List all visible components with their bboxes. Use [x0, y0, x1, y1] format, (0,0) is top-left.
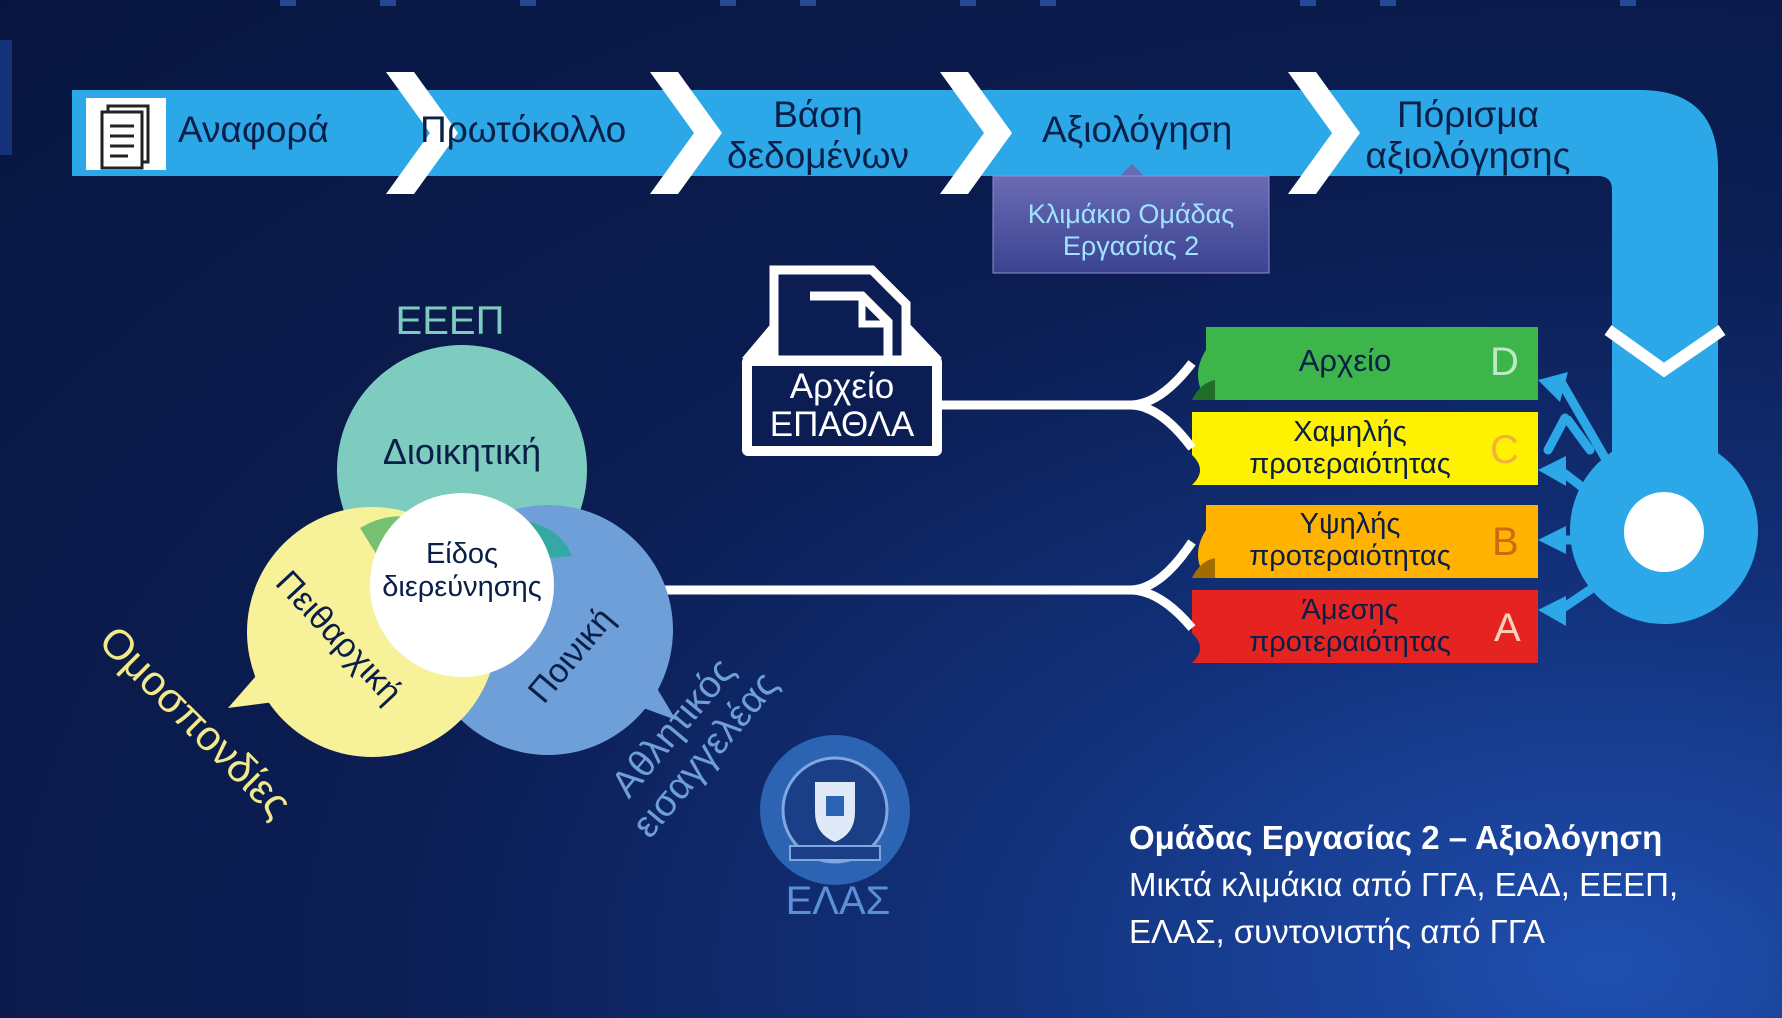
category-a-letter: A [1494, 606, 1521, 650]
venn-center-label: Είδος διερεύνησης [382, 538, 542, 604]
category-c-letter: C [1490, 428, 1519, 472]
eeep-label: ΕΕΕΠ [395, 299, 505, 343]
top-decoration [280, 0, 1636, 6]
police-emblem [760, 735, 910, 885]
step-protocol-label: Πρωτόκολλο [420, 109, 627, 150]
step-findings-label: Πόρισμα αξιολόγησης [1365, 94, 1571, 177]
distribution-arrows [1543, 375, 1617, 615]
category-c-label: Χαμηλής προτεραιότητας [1249, 416, 1451, 481]
document-icon [86, 98, 166, 170]
police-label: ΕΛΑΣ [785, 879, 891, 923]
note-title: Ομάδας Εργασίας 2 – Αξιολόγηση [1129, 819, 1663, 856]
left-edge-accent [0, 40, 12, 155]
category-a-label: Άμεσης προτεραιότητας [1249, 594, 1451, 659]
step-database-label: Βάση δεδομένων [727, 94, 909, 177]
distribution-node [1624, 492, 1704, 572]
team-box-label: Κλιμάκιο Ομάδας Εργασίας 2 [1027, 199, 1235, 262]
archive-label-line1: Αρχείο [789, 367, 895, 406]
note-body: Μικτά κλιμάκια από ΓΓΑ, ΕΑΔ, ΕΕΕΠ, ΕΛΑΣ,… [1129, 865, 1679, 950]
category-d-label: Αρχείο [1298, 343, 1392, 378]
category-d-letter: D [1490, 340, 1519, 384]
team-box [992, 164, 1270, 274]
venn-administrative-label: Διοικητική [382, 431, 542, 472]
pipeline-chevrons [386, 72, 1360, 194]
step-report-label: Αναφορά [178, 109, 329, 150]
archive-label-line2: ΕΠΑΘΛΑ [769, 404, 915, 444]
step-evaluation-label: Αξιολόγηση [1042, 109, 1233, 150]
category-bars [1192, 327, 1538, 663]
pipeline-pipe [72, 90, 1758, 624]
archive-icon [742, 265, 942, 456]
category-bar-d [1198, 327, 1538, 400]
category-b-label: Υψηλής προτεραιότητας [1249, 508, 1451, 573]
archive-label: Αρχείο ΕΠΑΘΛΑ [752, 368, 932, 444]
category-b-letter: B [1492, 520, 1519, 564]
category-bar-b [1198, 505, 1538, 578]
venn-diagram [228, 345, 676, 757]
category-bar-c [1192, 412, 1538, 485]
arrow-heads [1538, 372, 1568, 626]
working-group-note: Ομάδας Εργασίας 2 – Αξιολόγηση Μικτά κλι… [1129, 815, 1739, 956]
venn-center-circle [370, 493, 554, 677]
category-bar-a [1192, 590, 1538, 663]
